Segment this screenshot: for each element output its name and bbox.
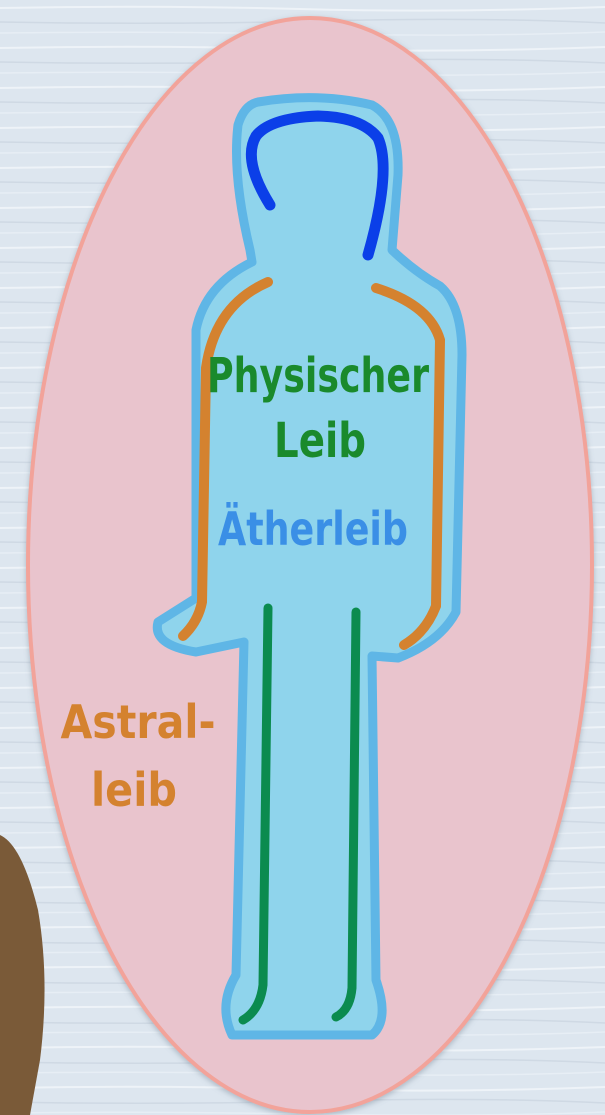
astral-body-label-line2: leib (91, 763, 177, 817)
etheric-body-label: Ätherleib (218, 502, 408, 556)
physical-body-label-line2: Leib (274, 413, 366, 469)
physical-body-label-line1: Physischer (207, 348, 429, 404)
astral-body-label-line1: Astral- (61, 695, 216, 749)
